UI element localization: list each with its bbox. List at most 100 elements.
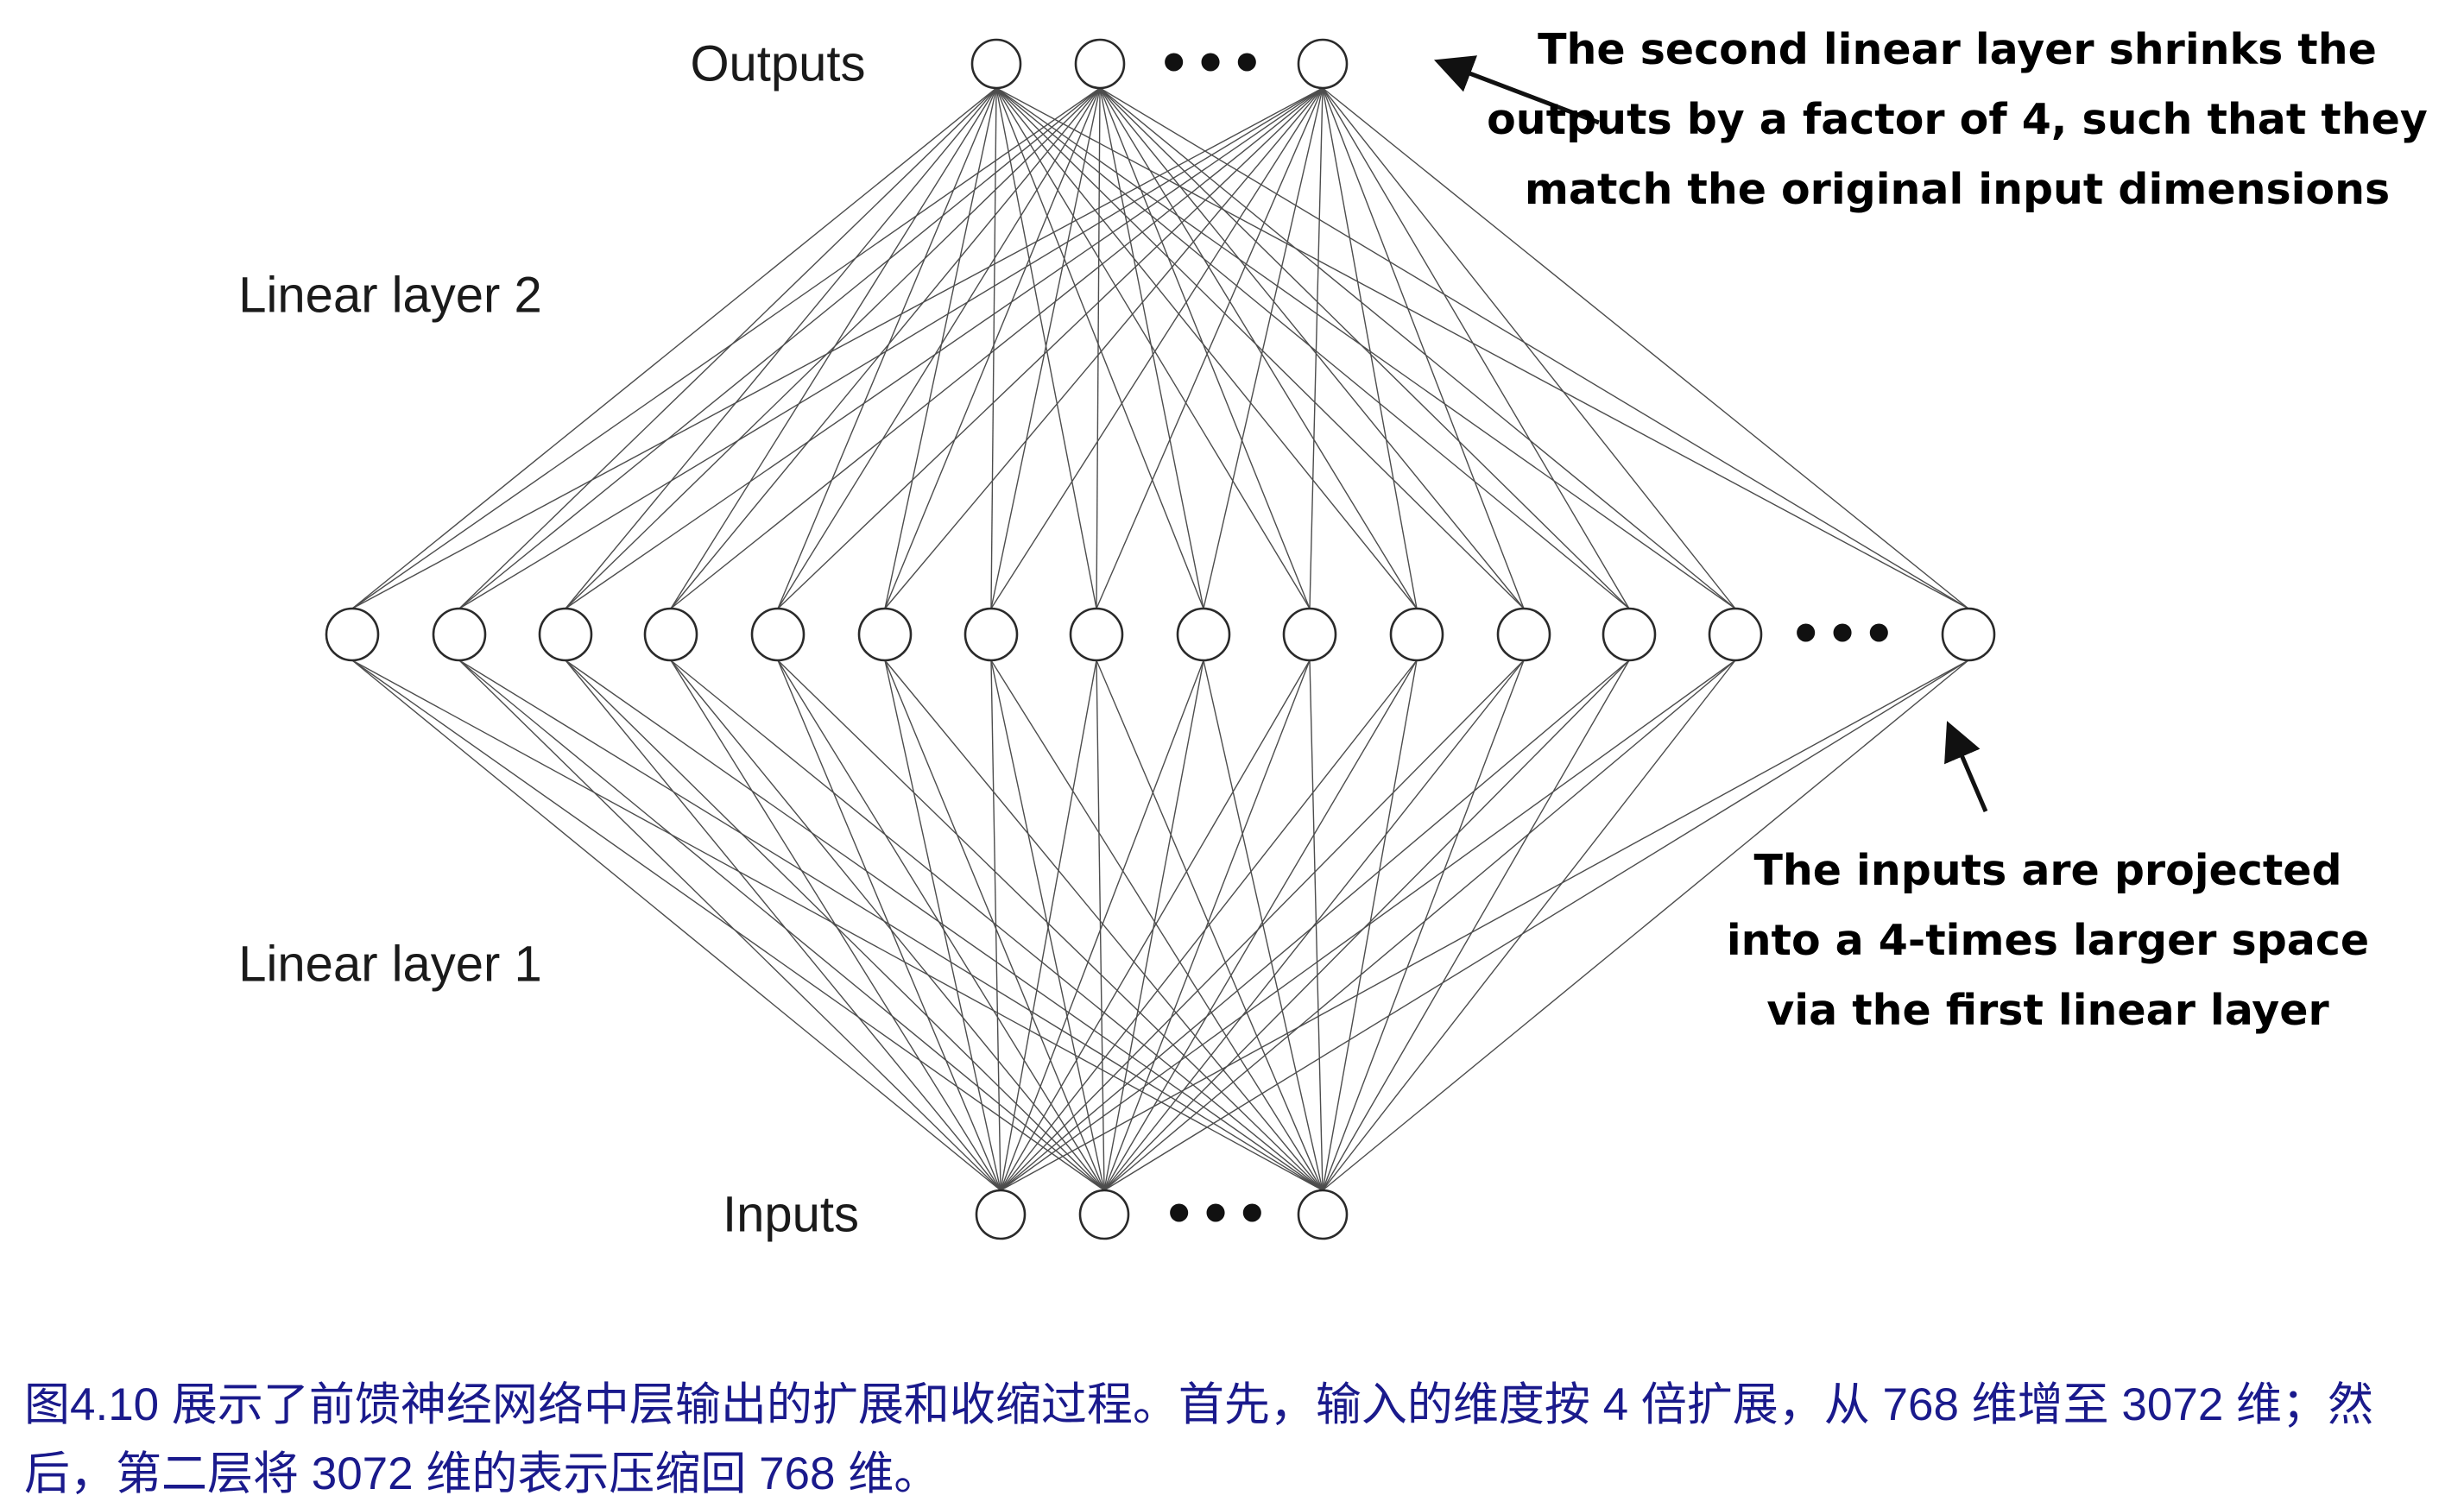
connection-line xyxy=(1322,87,1525,609)
hidden-node xyxy=(963,607,1019,662)
connection-line xyxy=(777,87,997,609)
connection-line xyxy=(884,659,1105,1191)
connection-line xyxy=(1000,659,1630,1191)
connection-line xyxy=(1322,659,1630,1191)
connection-line xyxy=(1103,659,1630,1191)
hidden-node xyxy=(1708,607,1763,662)
input-row-ellipsis: ••• xyxy=(1162,1184,1272,1245)
connection-line xyxy=(1203,659,1324,1191)
connection-line xyxy=(1000,659,1097,1191)
connection-line xyxy=(1322,659,1418,1191)
hidden-node xyxy=(857,607,913,662)
connection-line xyxy=(351,659,1324,1191)
connection-line xyxy=(458,87,1101,609)
connection-line xyxy=(990,659,1324,1191)
arrow-to-hidden-node xyxy=(1944,721,1988,812)
hidden-row-ellipsis: ••• xyxy=(1789,604,1899,665)
connection-line xyxy=(565,87,1101,609)
connection-line xyxy=(884,659,1324,1191)
hidden-node xyxy=(1941,607,1996,662)
connection-line xyxy=(990,87,1324,609)
connection-line xyxy=(670,659,1105,1191)
connection-line xyxy=(1000,659,1418,1191)
connection-line xyxy=(1096,659,1105,1191)
connection-line xyxy=(1096,659,1324,1191)
connection-line xyxy=(777,659,1105,1191)
connection-line xyxy=(458,659,1324,1191)
connection-line xyxy=(777,87,1101,609)
connection-line xyxy=(351,659,1105,1191)
hidden-node xyxy=(432,607,487,662)
annotation-bottom-line-2: into a 4-times larger space xyxy=(1727,916,2369,965)
connection-line xyxy=(670,659,1324,1191)
hidden-node xyxy=(1389,607,1444,662)
annotation-bottom: The inputs are projected into a 4-times … xyxy=(1727,846,2369,1035)
connection-line xyxy=(884,87,1324,609)
connection-line xyxy=(565,659,1001,1191)
annotation-bottom-line-1: The inputs are projected xyxy=(1753,846,2341,895)
connection-line xyxy=(1099,87,1311,609)
connection-line xyxy=(995,87,1736,609)
connection-line xyxy=(1000,659,1525,1191)
connection-line xyxy=(1103,659,1525,1191)
connection-line xyxy=(1099,87,1418,609)
connection-line xyxy=(884,87,997,609)
connection-line xyxy=(995,87,1204,609)
connection-line xyxy=(1096,87,1324,609)
connection-line xyxy=(565,659,1105,1191)
connection-line xyxy=(565,659,1324,1191)
connection-lines xyxy=(351,87,1969,1191)
connection-line xyxy=(458,87,1324,609)
connection-line xyxy=(1103,659,1204,1191)
output-node xyxy=(1074,38,1126,90)
connection-line xyxy=(351,87,997,609)
hidden-node xyxy=(1069,607,1124,662)
connection-line xyxy=(1099,87,1630,609)
connection-line xyxy=(351,87,1101,609)
connection-line xyxy=(458,659,1001,1191)
connection-line xyxy=(995,87,1969,609)
connection-line xyxy=(565,87,1324,609)
connection-line xyxy=(995,87,1630,609)
input-node xyxy=(975,1189,1027,1240)
connection-line xyxy=(670,659,1001,1191)
annotation-bottom-line-3: via the first linear layer xyxy=(1766,986,2329,1035)
ellipsis-group: ••• ••• ••• xyxy=(1157,34,1899,1245)
connection-line xyxy=(351,659,1001,1191)
connection-line xyxy=(1000,659,1204,1191)
connection-line xyxy=(777,659,1324,1191)
connection-line xyxy=(995,87,1525,609)
connection-line xyxy=(1103,659,1418,1191)
connection-line xyxy=(1203,87,1324,609)
annotation-top-line-3: match the original input dimensions xyxy=(1525,165,2390,214)
neuron-nodes xyxy=(325,38,1996,1240)
connection-line xyxy=(1103,659,1969,1191)
network-diagram: ••• ••• ••• Outputs Linear layer 2 Linear … xyxy=(238,25,2428,1245)
connection-line xyxy=(1322,659,1969,1191)
annotation-top: The second linear layer shrinks the outp… xyxy=(1487,25,2428,214)
outputs-label: Outputs xyxy=(690,36,865,92)
connection-line xyxy=(995,87,1311,609)
connection-line xyxy=(1322,87,1969,609)
connection-line xyxy=(1096,87,1101,609)
output-node xyxy=(970,38,1022,90)
hidden-node xyxy=(1176,607,1231,662)
connection-line xyxy=(1322,87,1736,609)
connection-line xyxy=(1103,659,1311,1191)
annotation-top-line-1: The second linear layer shrinks the xyxy=(1538,25,2377,74)
hidden-node xyxy=(643,607,698,662)
connection-line xyxy=(670,87,1324,609)
connection-line xyxy=(1103,659,1736,1191)
linear-layer-2-label: Linear layer 2 xyxy=(238,268,541,324)
connection-line xyxy=(995,87,1097,609)
layer-labels: Outputs Linear layer 2 Linear layer 1 In… xyxy=(238,36,865,1243)
caption: 图4.10 展示了前馈神经网络中层输出的扩展和收缩过程。首先，输入的维度按 4 … xyxy=(24,1379,2374,1499)
output-row-ellipsis: ••• xyxy=(1157,34,1267,94)
hidden-node xyxy=(750,607,806,662)
connection-line xyxy=(1309,659,1324,1191)
connection-line xyxy=(565,87,997,609)
connection-line xyxy=(1322,87,1630,609)
connection-line xyxy=(1000,659,1736,1191)
hidden-node xyxy=(538,607,593,662)
connection-line xyxy=(1099,87,1525,609)
